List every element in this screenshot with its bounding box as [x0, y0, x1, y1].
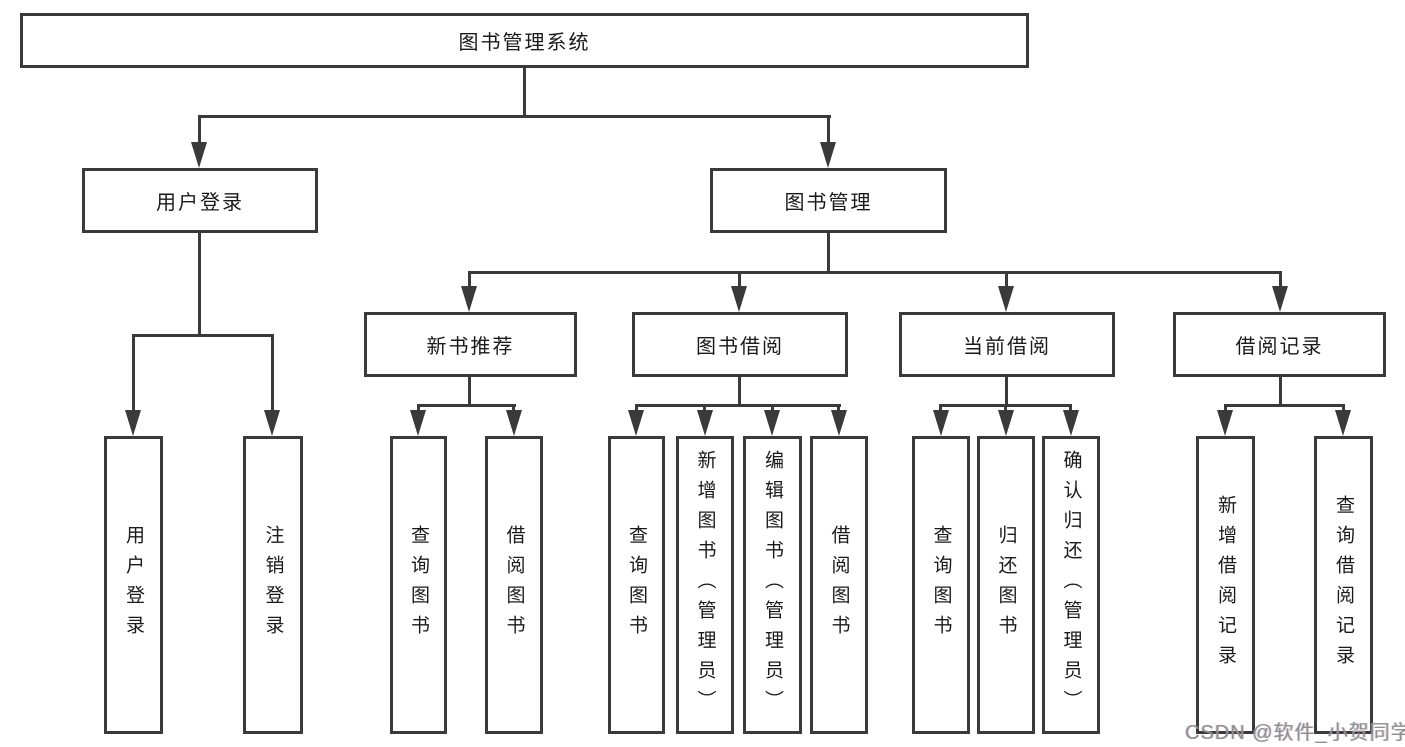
edge-line — [703, 404, 706, 414]
node-label: 查询图书 — [930, 525, 952, 645]
arrow-down-icon — [764, 410, 780, 436]
edge-line — [635, 404, 841, 407]
edge-line — [1224, 404, 1227, 414]
edge-line — [1342, 404, 1345, 414]
edge-line — [1004, 404, 1007, 414]
node-borrow-books: 借阅图书 — [810, 436, 868, 734]
arrow-down-icon — [1335, 410, 1351, 436]
arrow-down-icon — [461, 286, 477, 312]
node-label: 用户登录 — [123, 525, 144, 645]
edge-line — [468, 271, 1282, 274]
node-add-books-admin: 新增图书（管理员） — [676, 436, 734, 734]
node-borrowing-records: 借阅记录 — [1173, 312, 1386, 377]
edge-line — [1005, 377, 1008, 406]
node-label: 查询借阅记录 — [1333, 495, 1354, 675]
node-label: 图书借阅 — [696, 336, 784, 358]
node-label: 借阅记录 — [1235, 336, 1324, 358]
edge-line — [132, 334, 274, 337]
edge-line — [468, 377, 471, 406]
node-edit-books-admin: 编辑图书（管理员） — [743, 436, 802, 734]
arrow-down-icon — [1217, 410, 1233, 436]
arrow-down-icon — [1063, 410, 1079, 436]
edge-line — [271, 334, 274, 412]
node-query-borrow-record: 查询借阅记录 — [1314, 436, 1373, 734]
arrow-down-icon — [628, 410, 644, 436]
node-user-login-leaf: 用户登录 — [104, 436, 163, 734]
arrow-down-icon — [998, 286, 1014, 312]
node-label: 借阅图书 — [503, 525, 525, 645]
node-label: 用户登录 — [156, 192, 244, 214]
arrow-down-icon — [998, 410, 1014, 436]
node-add-borrow-record: 新增借阅记录 — [1196, 436, 1255, 734]
edge-line — [771, 404, 774, 414]
node-return-books: 归还图书 — [977, 436, 1035, 734]
edge-line — [738, 271, 741, 289]
node-new-book-recommend: 新书推荐 — [364, 312, 577, 377]
node-borrowing-query-books: 查询图书 — [608, 436, 665, 734]
edge-line — [1069, 404, 1072, 414]
node-label: 借阅图书 — [828, 525, 850, 645]
csdn-watermark: CSDN @软件_小贺同学 — [1185, 722, 1405, 744]
arrow-down-icon — [933, 410, 949, 436]
edge-line — [512, 404, 515, 414]
node-recommend-borrow-books: 借阅图书 — [485, 436, 543, 734]
arrow-down-icon — [831, 410, 847, 436]
node-user-login: 用户登录 — [82, 168, 318, 233]
arrow-down-icon — [125, 410, 141, 436]
node-label: 注销登录 — [262, 525, 284, 645]
node-current-borrowing: 当前借阅 — [899, 312, 1115, 377]
node-label: 新增图书（管理员） — [694, 450, 716, 720]
edge-line — [198, 115, 201, 145]
arrow-down-icon — [697, 410, 713, 436]
edge-line — [939, 404, 942, 414]
edge-line — [417, 404, 420, 414]
edge-line — [1005, 271, 1008, 289]
edge-line — [738, 377, 741, 406]
node-current-query-books: 查询图书 — [912, 436, 970, 734]
node-label: 图书管理 — [784, 192, 873, 214]
node-label: 新书推荐 — [426, 336, 515, 358]
arrow-down-icon — [506, 410, 522, 436]
edge-line — [1279, 377, 1282, 406]
node-label: 图书管理系统 — [458, 32, 591, 54]
node-label: 编辑图书（管理员） — [762, 450, 783, 720]
node-book-borrowing: 图书借阅 — [632, 312, 848, 377]
arrow-down-icon — [264, 410, 280, 436]
node-logout: 注销登录 — [243, 436, 303, 734]
node-book-management: 图书管理 — [710, 168, 947, 233]
node-label: 确认归还（管理员） — [1060, 450, 1082, 720]
edge-line — [417, 404, 516, 407]
node-label: 查询图书 — [408, 525, 429, 645]
node-label: 当前借阅 — [963, 336, 1051, 358]
node-library-management-system: 图书管理系统 — [20, 13, 1029, 68]
edge-line — [827, 115, 830, 145]
node-confirm-return-admin: 确认归还（管理员） — [1042, 436, 1100, 734]
edge-line — [468, 271, 471, 289]
node-label: 新增借阅记录 — [1215, 495, 1236, 675]
edge-line — [523, 68, 526, 118]
arrow-down-icon — [191, 142, 207, 168]
arrow-down-icon — [731, 286, 747, 312]
node-recommend-query-books: 查询图书 — [390, 436, 447, 734]
edge-line — [635, 404, 638, 414]
edge-line — [198, 115, 831, 118]
arrow-down-icon — [410, 410, 426, 436]
edge-line — [198, 233, 201, 337]
edge-line — [1224, 404, 1344, 407]
edge-line — [827, 233, 830, 274]
arrow-down-icon — [820, 142, 836, 168]
node-label: 查询图书 — [626, 525, 647, 645]
node-label: 归还图书 — [995, 525, 1017, 645]
edge-line — [837, 404, 840, 414]
edge-line — [132, 334, 135, 412]
edge-line — [1279, 271, 1282, 289]
arrow-down-icon — [1272, 286, 1288, 312]
